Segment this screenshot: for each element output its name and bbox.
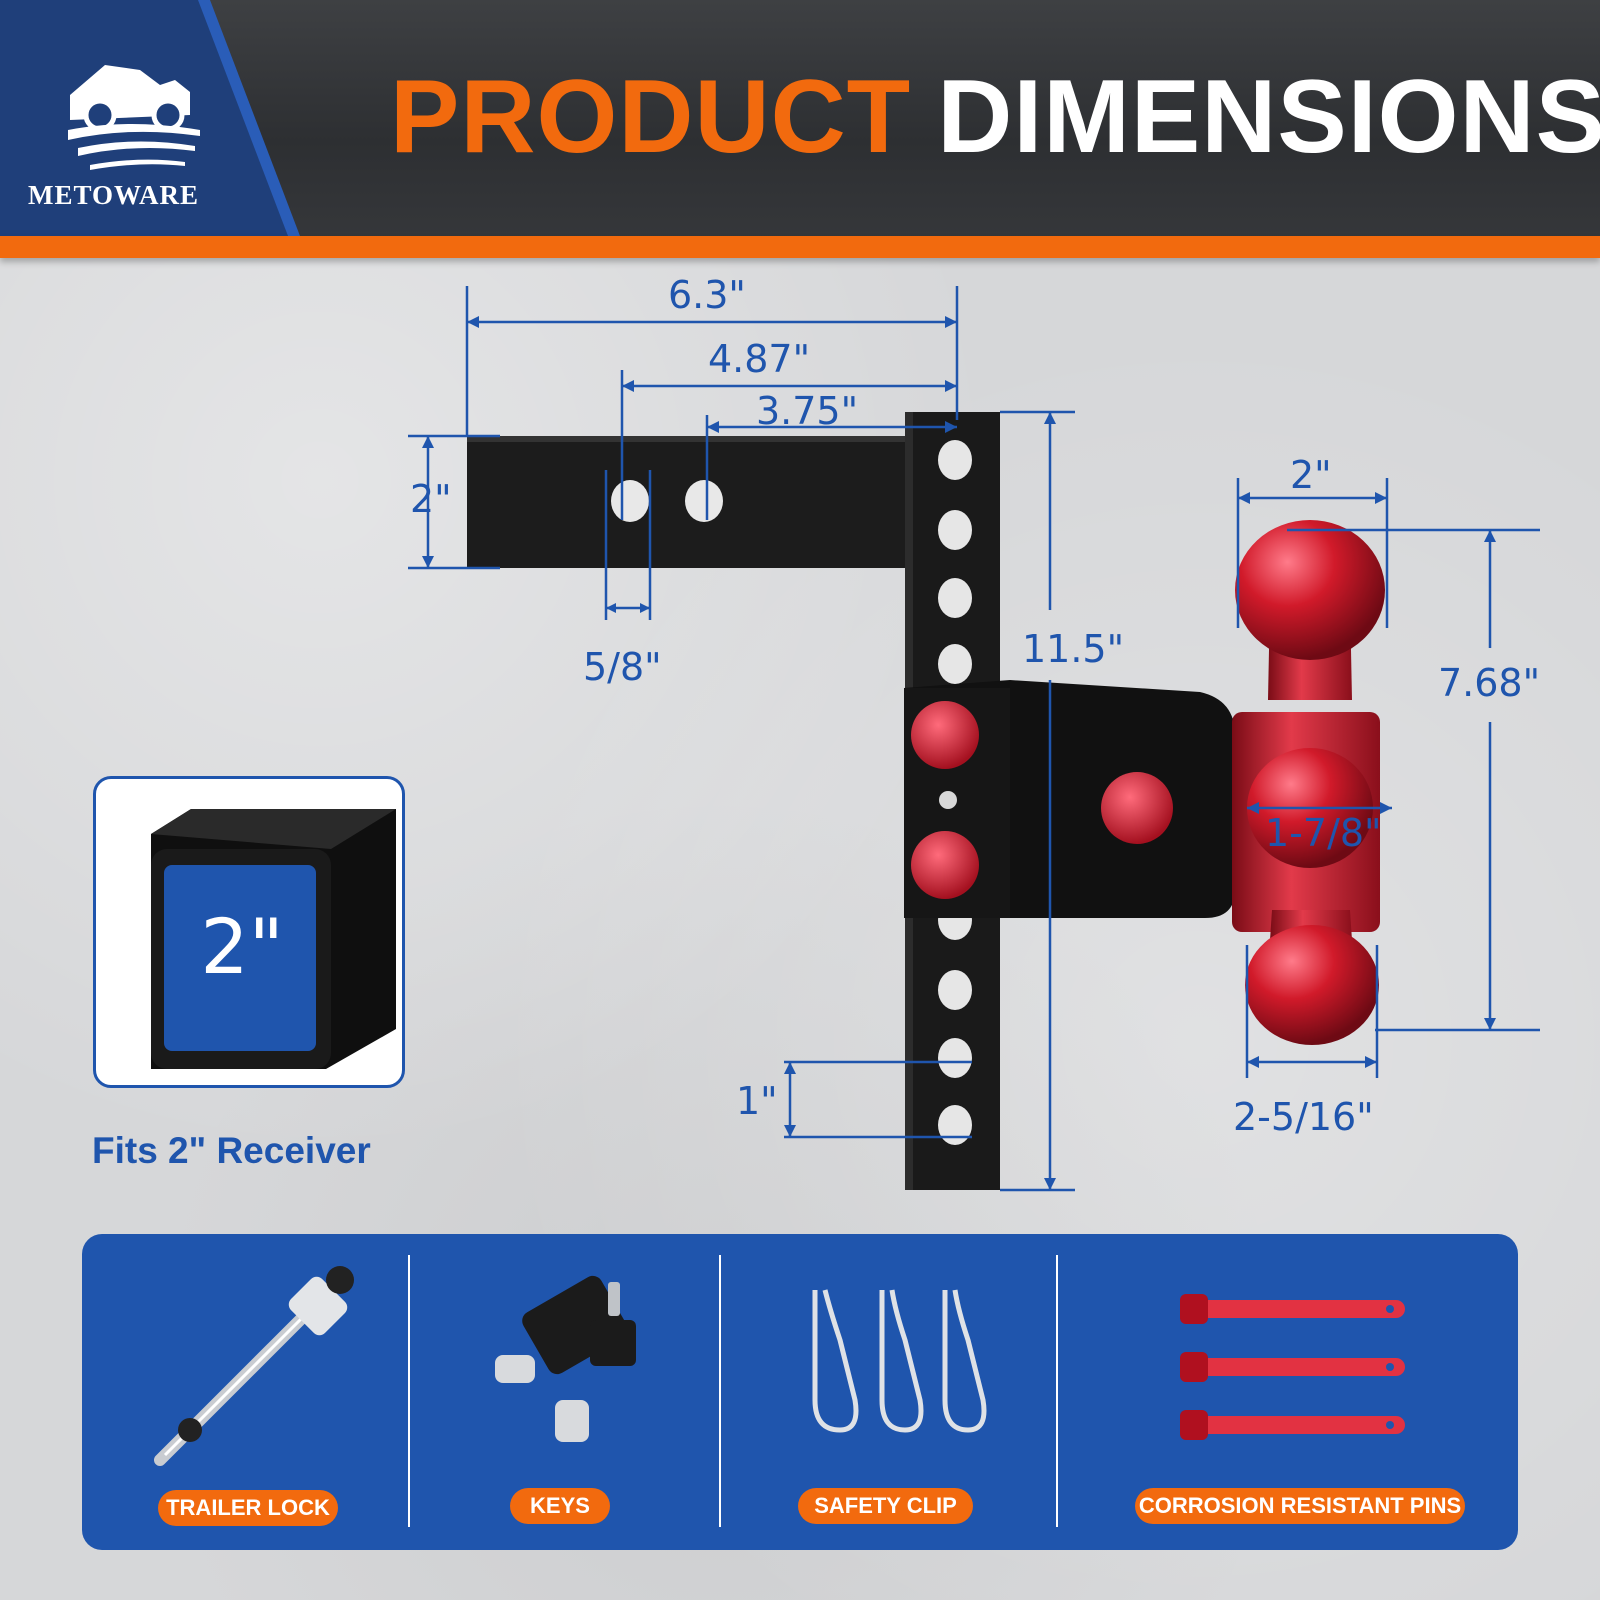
dimension-arrows [422,316,1496,1190]
panel-divider-1 [408,1255,410,1527]
panel-divider-2 [719,1255,721,1527]
ball-mount-bracket [904,680,1235,918]
header-accent-stripe [0,236,1600,258]
accessory-label-pins: CORROSION RESISTANT PINS [1135,1488,1465,1524]
accessory-label-trailer-lock: TRAILER LOCK [158,1490,338,1526]
bracket-pin-right [1101,772,1173,844]
receiver-tube-icon [151,809,396,1069]
dim-ball-top: 2" [1290,453,1332,497]
dim-ball-mount-height: 7.68" [1438,661,1541,705]
hitch-balls [1232,520,1385,1045]
shank-bar [467,436,907,568]
dim-hole-far: 4.87" [708,337,811,381]
receiver-inset: 2" [93,776,405,1088]
bracket-pin-bottom [911,831,979,899]
title-dimensions: DIMENSIONS [937,59,1600,175]
title-product: PRODUCT [390,59,912,175]
dim-hole-spacing: 1" [736,1079,778,1123]
receiver-size-label: 2" [200,902,284,991]
ball-top [1235,520,1385,660]
receiver-caption: Fits 2" Receiver [92,1130,371,1171]
dim-hole-near: 3.75" [756,389,859,433]
accessory-label-keys: KEYS [510,1488,610,1524]
ball-bottom [1245,925,1379,1045]
logo-truck-icon [68,65,200,170]
dim-ball-bottom: 2-5/16" [1233,1095,1374,1139]
panel-divider-3 [1056,1255,1058,1527]
dimension-lines [408,286,1540,1192]
dim-ball-middle: 1-7/8" [1265,811,1382,855]
dim-shank-square: 2" [410,477,452,521]
dim-shank-length: 6.3" [668,273,746,317]
dim-drop-bar-height: 11.5" [1022,627,1125,671]
bracket-pin-top [911,701,979,769]
logo-wordmark: METOWARE [28,180,200,210]
dim-hole-diameter: 5/8" [583,645,662,689]
shank-hole-1 [611,480,649,522]
shank-hole-2 [685,480,723,522]
accessory-label-safety-clip: SAFETY CLIP [798,1488,973,1524]
logo-badge [0,0,300,236]
